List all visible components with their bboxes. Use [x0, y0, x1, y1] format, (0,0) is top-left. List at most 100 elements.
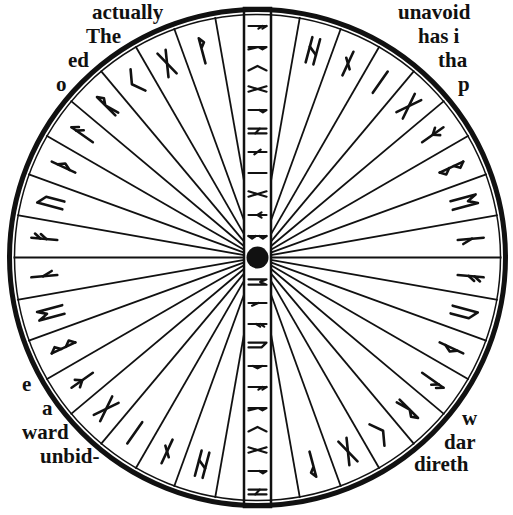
rune-glyph	[157, 50, 176, 77]
spoke-line	[17, 215, 245, 255]
rune-glyph	[97, 94, 118, 115]
rune-glyph	[457, 275, 483, 282]
spoke-line	[270, 257, 502, 259]
page-text-fragment: w	[462, 406, 477, 430]
spoke-line	[46, 264, 247, 380]
rune-glyph	[37, 195, 64, 209]
outer-rim	[10, 10, 506, 506]
rune-glyph	[249, 110, 267, 112]
spoke-line	[265, 71, 414, 249]
spoke-line	[14, 257, 246, 259]
page-text-fragment: unbid-	[40, 444, 100, 468]
rune-glyph	[249, 387, 267, 390]
rune-glyph	[338, 438, 357, 465]
rune-glyph	[458, 238, 484, 245]
page-text-fragment: p	[458, 72, 470, 96]
rune-glyph	[249, 169, 267, 178]
rune-glyph	[373, 72, 388, 93]
spoke-line	[268, 264, 469, 380]
rune-glyph	[37, 305, 64, 320]
rune-glyph	[249, 212, 267, 217]
rune-glyph	[94, 396, 119, 421]
rune-glyph	[31, 233, 57, 240]
rune-glyph	[249, 279, 267, 284]
rune-glyph	[451, 306, 478, 320]
rune-glyph	[249, 191, 267, 196]
rune-glyph	[306, 452, 317, 478]
spoke-line	[262, 28, 341, 246]
page-text-fragment: direth	[414, 452, 468, 476]
spoke-line	[268, 136, 469, 252]
rune-glyph	[249, 150, 267, 155]
spoke-line	[28, 174, 246, 253]
rune-glyph	[249, 324, 267, 327]
page-text-fragment: o	[56, 72, 67, 96]
spoke-line	[136, 46, 252, 247]
page-text-fragment: unavoid	[398, 0, 470, 24]
rune-glyph	[249, 26, 267, 29]
spoke-line	[101, 267, 250, 445]
spoke-line	[269, 262, 487, 341]
page-text-fragment: ward	[22, 420, 69, 444]
rune-glyph	[249, 129, 267, 134]
rune-glyph	[158, 438, 176, 465]
spoke-line	[101, 71, 250, 249]
rune-glyph	[249, 427, 267, 432]
rune-glyph	[339, 50, 357, 77]
rune-glyph	[249, 47, 267, 49]
spoke-line	[269, 174, 487, 253]
page-text-fragment: dar	[444, 430, 476, 454]
rune-glyph	[397, 400, 418, 421]
page-text-fragment: a	[42, 396, 53, 420]
spoke-line	[174, 28, 253, 246]
spoke-line	[267, 101, 445, 250]
rune-glyph	[72, 124, 96, 143]
spoke-line	[265, 267, 414, 445]
rune-band	[244, 8, 271, 507]
spoke-line	[269, 215, 497, 255]
inner-rim	[15, 15, 501, 501]
rune-glyph	[195, 451, 209, 478]
rune-glyph	[249, 86, 267, 91]
spoke-line	[17, 260, 245, 300]
rune-glyph	[249, 66, 267, 71]
rune-glyph	[199, 37, 210, 63]
page-text-fragment: has i	[418, 24, 459, 48]
spoke-line	[267, 265, 445, 414]
rune-glyph	[370, 420, 391, 446]
spoke-line	[46, 136, 247, 252]
rune-glyph	[249, 408, 267, 410]
rune-glyph	[127, 422, 142, 443]
rune-glyph	[438, 342, 463, 357]
spoke-line	[264, 46, 380, 247]
page-text-fragment: ed	[68, 48, 89, 72]
spoke-line	[269, 260, 497, 300]
rune-glyph	[450, 194, 477, 209]
rune-glyph	[420, 124, 446, 146]
rune-glyph	[249, 366, 267, 368]
spoke-line	[174, 269, 253, 487]
spoke-line	[262, 269, 341, 487]
rune-glyph	[249, 490, 267, 495]
spoke-line	[28, 262, 246, 341]
rune-glyph	[124, 69, 145, 95]
rune-glyph	[396, 94, 421, 119]
rune-glyph	[249, 236, 267, 239]
page-text-fragment: The	[86, 24, 121, 48]
rune-glyph	[249, 447, 267, 452]
rune-glyph	[420, 373, 444, 392]
rune-glyph	[52, 158, 77, 173]
rune-glyph	[249, 303, 267, 306]
spoke-line	[71, 101, 249, 250]
spoke-line	[136, 268, 252, 469]
spoke-line	[264, 268, 380, 469]
rune-glyph	[249, 343, 267, 348]
page-text-fragment: e	[22, 372, 31, 396]
rune-glyph	[306, 37, 320, 64]
page-text-fragment: tha	[438, 48, 467, 72]
rune-glyph	[249, 471, 267, 473]
rune-glyph	[69, 369, 95, 391]
page-text-fragment: actually	[92, 0, 163, 24]
hub	[247, 247, 269, 269]
